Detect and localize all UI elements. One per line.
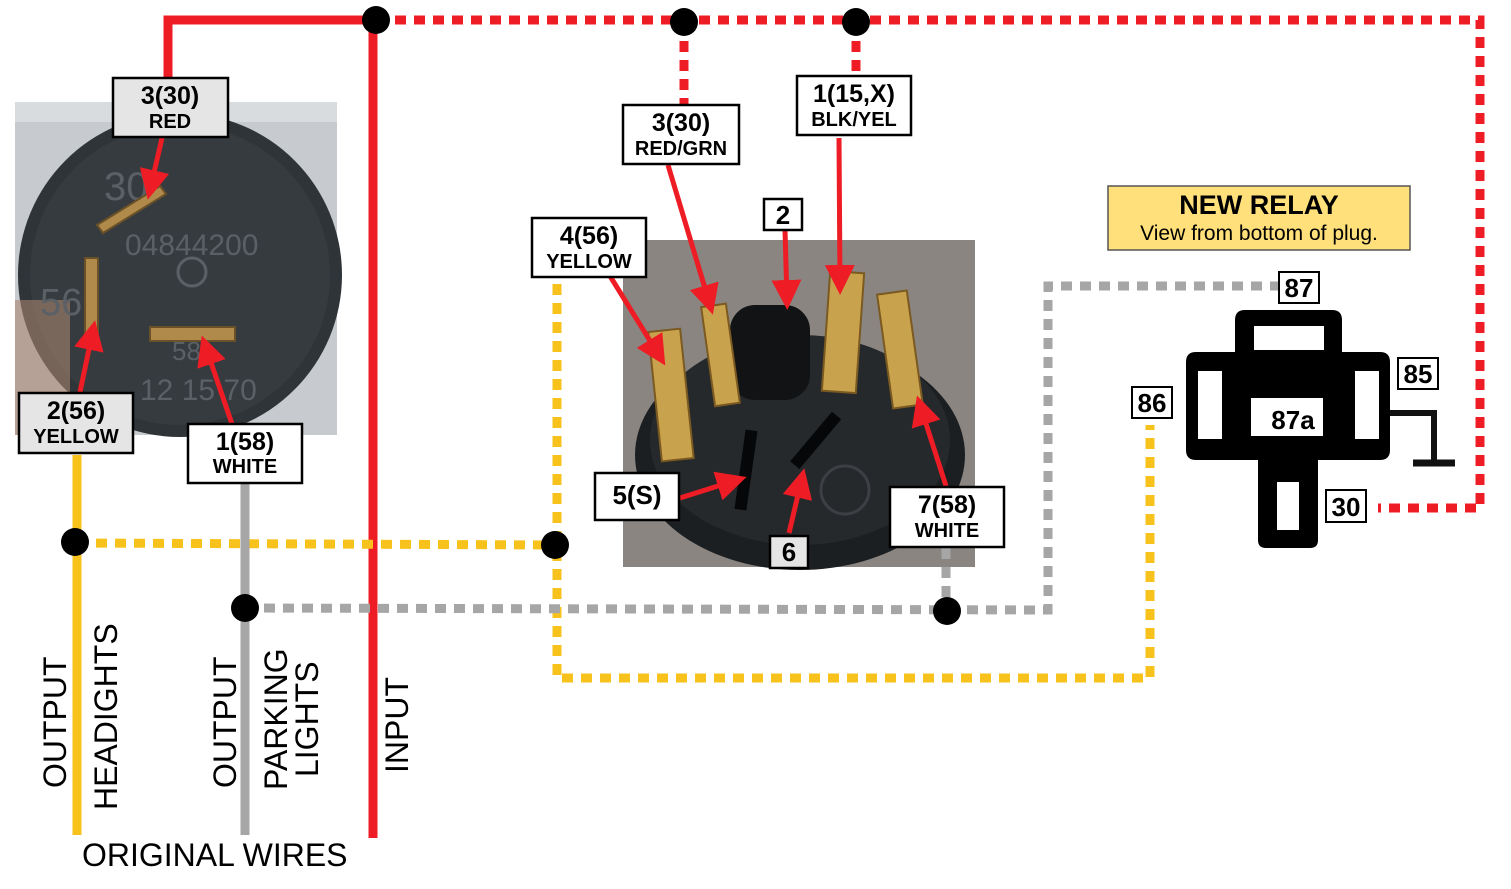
old-terminal-56: [84, 257, 99, 334]
old-marking-part-bottom: 12 15 70: [140, 374, 257, 407]
label-input: INPUT: [379, 677, 415, 773]
arrow-new-s: [679, 471, 747, 501]
svg-text:86: 86: [1138, 388, 1167, 418]
svg-text:1(58): 1(58): [216, 428, 274, 456]
relay-85-lead: [1380, 410, 1437, 463]
svg-text:3(30): 3(30): [652, 109, 710, 137]
relay-slot-30: [1277, 482, 1299, 530]
wire-gray-bridge: [244, 281, 1280, 615]
arrow-old-56: [74, 320, 104, 393]
new-blade-15: [820, 269, 866, 395]
svg-text:WHITE: WHITE: [213, 456, 277, 478]
arrow-new-15: [824, 137, 855, 295]
new-blade-58: [875, 289, 924, 410]
arrow-new-6: [782, 468, 812, 534]
junction-dot: [933, 597, 961, 625]
svg-text:RED: RED: [149, 111, 191, 133]
junction-dot: [842, 8, 870, 36]
label-new-6: 6: [768, 534, 810, 570]
arrow-new-2: [771, 229, 802, 310]
svg-text:1(15,X): 1(15,X): [813, 80, 895, 108]
label-output-parking-1: OUTPUT: [207, 656, 243, 788]
relay-label-30: 30: [1325, 489, 1367, 523]
label-new-15: 1(15,X) BLK/YEL: [795, 74, 913, 137]
pointer-arrows: [74, 137, 949, 534]
label-new-s: 5(S): [593, 471, 681, 522]
svg-text:3(30): 3(30): [141, 82, 199, 110]
relay-slot-87a: [1251, 398, 1323, 436]
svg-text:2: 2: [776, 200, 790, 230]
relay-label-86: 86: [1131, 386, 1173, 419]
wire-red-to-relay-30: [376, 15, 1485, 513]
label-output-headlights-1: OUTPUT: [37, 656, 73, 788]
wire-yellow-to-relay-86: [552, 284, 1155, 683]
arrow-new-56: [607, 274, 666, 366]
svg-text:6: 6: [782, 537, 796, 567]
label-new-58: 7(58) WHITE: [888, 485, 1006, 549]
wire-red-old-30: [163, 15, 376, 80]
label-new-56: 4(56) YELLOW: [530, 216, 648, 279]
old-marking-part-top: 04844200: [125, 229, 258, 262]
svg-text:BLK/YEL: BLK/YEL: [811, 109, 897, 131]
arrow-old-30: [139, 137, 170, 200]
svg-text:7(58): 7(58): [918, 491, 976, 519]
relay-slot-87: [1254, 326, 1324, 350]
junctions: [61, 6, 961, 625]
svg-text:30: 30: [1332, 492, 1361, 522]
svg-text:YELLOW: YELLOW: [546, 251, 632, 273]
svg-text:85: 85: [1404, 359, 1433, 389]
label-output-headlights-2: HEADIGHTS: [88, 623, 124, 810]
relay-label-87: 87: [1278, 271, 1320, 304]
svg-text:5(S): 5(S): [612, 480, 661, 510]
relay-slot-85: [1355, 371, 1379, 439]
new-slot-6: [790, 411, 842, 470]
svg-text:RED/GRN: RED/GRN: [635, 138, 727, 160]
arrow-old-58: [197, 335, 235, 425]
relay-note: NEW RELAY View from bottom of plug.: [1107, 185, 1411, 251]
junction-dot: [541, 531, 569, 559]
relay-plug: 87a: [1186, 310, 1390, 548]
old-marking-56: 56: [40, 282, 82, 324]
old-switch-photo: 30 04844200 56 58 12 15 70: [15, 102, 342, 437]
label-old-56: 2(56) YELLOW: [17, 391, 135, 455]
svg-text:WHITE: WHITE: [915, 520, 979, 542]
svg-text:4(56): 4(56): [560, 222, 618, 250]
junction-dot: [231, 594, 259, 622]
svg-text:YELLOW: YELLOW: [33, 426, 119, 448]
label-old-58: 1(58) WHITE: [186, 422, 304, 485]
relay-title: NEW RELAY: [1179, 190, 1339, 220]
junction-dot: [61, 528, 89, 556]
relay-subtitle: View from bottom of plug.: [1140, 222, 1378, 245]
relay-pin-87a: 87a: [1271, 405, 1315, 435]
label-output-parking-2a: PARKING: [258, 648, 294, 790]
svg-text:87: 87: [1285, 273, 1314, 303]
wire-yellow-bridge: [76, 538, 556, 550]
junction-dot: [362, 6, 390, 34]
arrow-new-58: [911, 395, 949, 487]
relay-label-85: 85: [1397, 357, 1439, 390]
label-new-2: 2: [762, 197, 804, 232]
label-output-parking-2b: LIGHTS: [289, 661, 325, 777]
relay-slot-86: [1198, 371, 1222, 439]
label-original-wires: ORIGINAL WIRES: [82, 837, 348, 873]
old-terminal-58: [149, 326, 236, 342]
svg-text:2(56): 2(56): [47, 397, 105, 425]
label-new-30: 3(30) RED/GRN: [621, 103, 741, 166]
label-old-30: 3(30) RED: [111, 76, 230, 139]
junction-dot: [670, 8, 698, 36]
arrow-new-30: [665, 164, 719, 315]
wires: [72, 15, 1485, 838]
